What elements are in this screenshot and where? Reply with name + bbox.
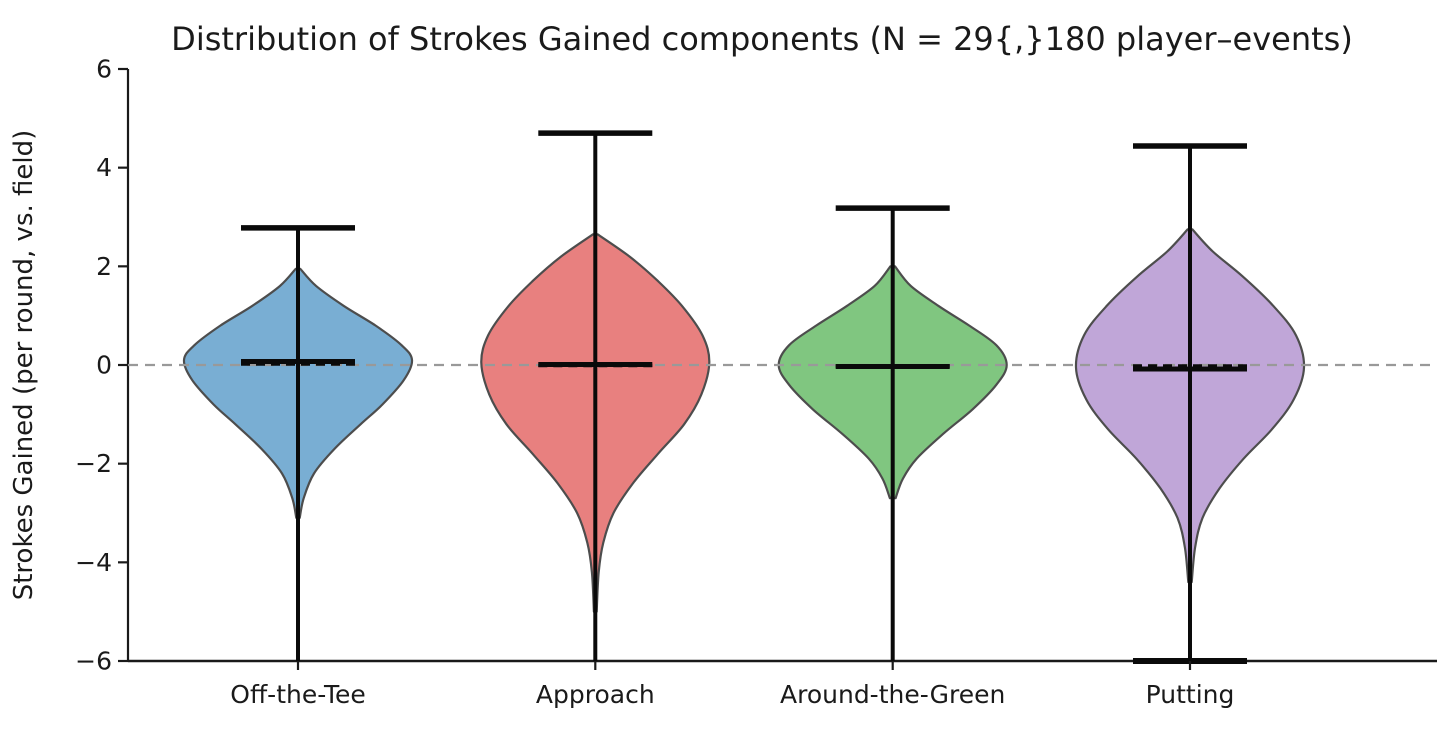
y-tick-label: 4 [96, 153, 112, 182]
y-axis-label: Strokes Gained (per round, vs. field) [9, 130, 39, 601]
x-tick-label-approach: Approach [536, 680, 655, 709]
x-tick-label-putting: Putting [1146, 680, 1235, 709]
y-tick-label: 6 [96, 55, 112, 84]
y-tick-label: −4 [75, 548, 112, 577]
chart-title: Distribution of Strokes Gained component… [171, 20, 1353, 58]
y-tick-label: 0 [96, 351, 112, 380]
x-tick-label-around-the-green: Around-the-Green [780, 680, 1005, 709]
y-tick-label: −2 [75, 449, 112, 478]
x-tick-label-off-the-tee: Off-the-Tee [230, 680, 365, 709]
y-tick-label: 2 [96, 252, 112, 281]
y-tick-label: −6 [75, 647, 112, 676]
